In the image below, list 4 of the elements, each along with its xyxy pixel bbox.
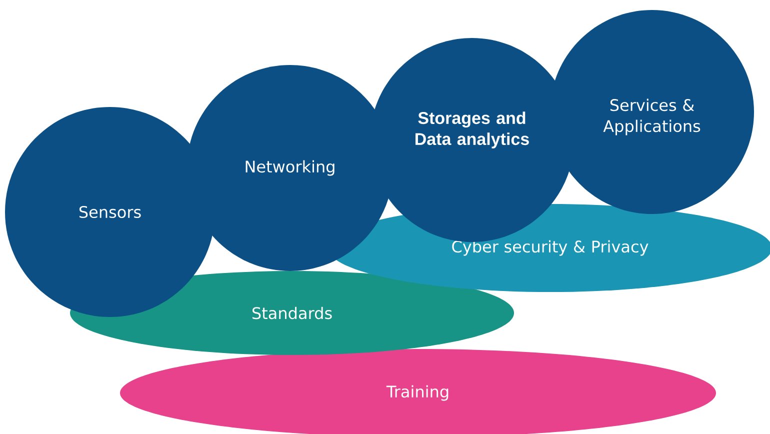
node-label: Networking bbox=[246, 160, 334, 176]
node-label: Sensors bbox=[79, 206, 141, 218]
node-label: Storages and Data analytics bbox=[416, 112, 529, 148]
node-label: Services & Applications bbox=[603, 98, 700, 136]
